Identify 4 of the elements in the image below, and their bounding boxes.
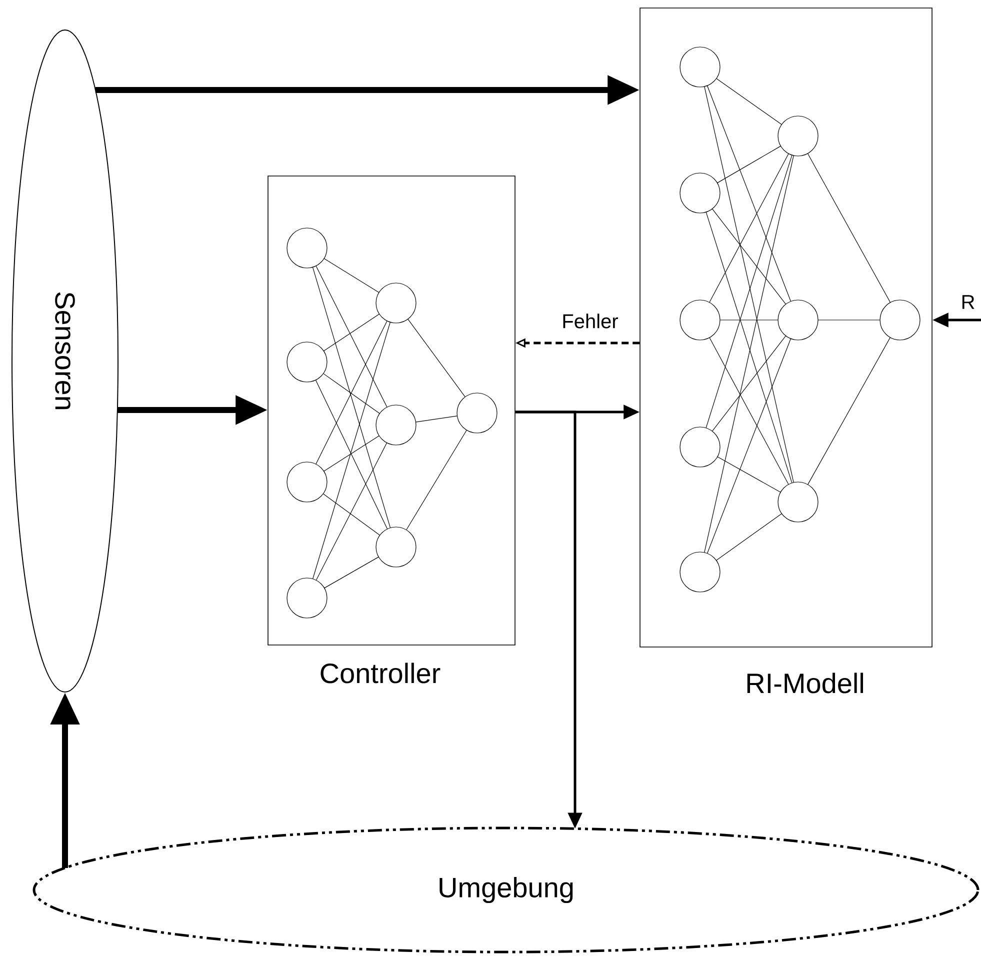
edge-label: R: [960, 294, 976, 310]
box-title: RI-Modell: [747, 672, 864, 694]
box-title: Controller: [320, 662, 440, 684]
edge-label: Fehler: [560, 312, 620, 330]
